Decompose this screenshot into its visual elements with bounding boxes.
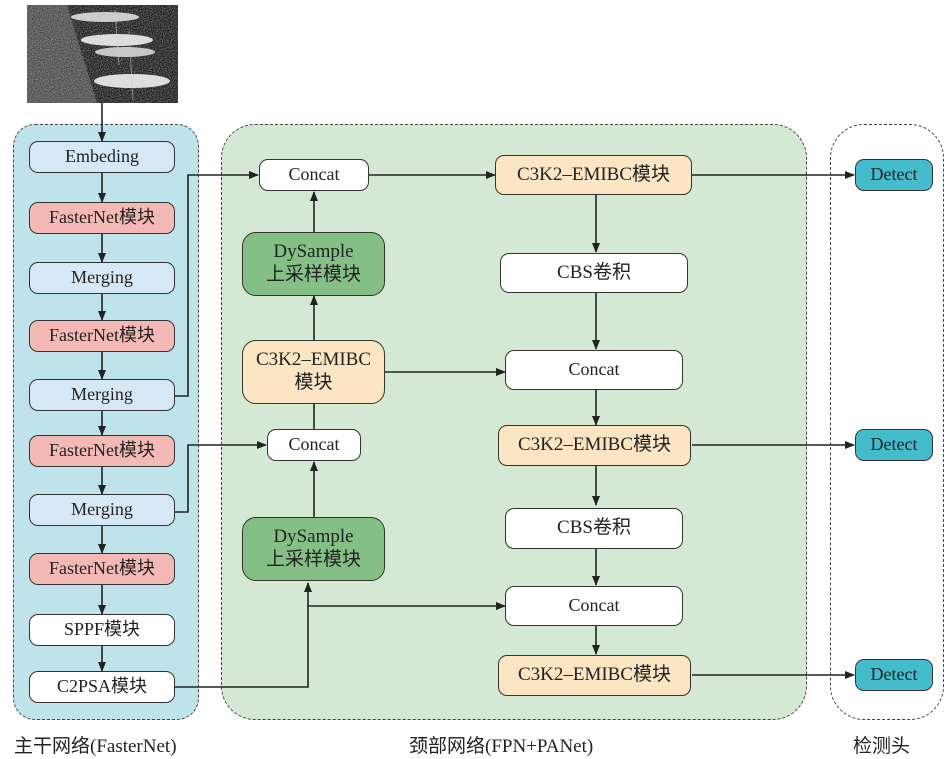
arrow-merging2-concat <box>175 171 259 397</box>
detect-node-2: Detect <box>855 429 933 461</box>
detect-node-1: Detect <box>855 159 933 191</box>
embeding-node: Embeding <box>29 141 175 173</box>
neck-label: 颈部网络(FPN+PANet) <box>409 736 594 757</box>
concat-node-right-1: Concat <box>505 350 683 390</box>
c3k2-node-mid-right: C3K2–EMIBC模块 <box>498 425 691 466</box>
dysample-bottom-line2: 上采样模块 <box>265 549 361 570</box>
head-group <box>830 124 944 720</box>
fasternet-node-3: FasterNet模块 <box>29 435 175 467</box>
dysample-bottom-line1: DySample <box>273 526 354 548</box>
sppf-node: SPPF模块 <box>29 614 175 646</box>
detect-node-3: Detect <box>855 659 933 691</box>
backbone-label: 主干网络(FasterNet) <box>14 736 177 757</box>
sar-image-graphic <box>27 5 178 103</box>
c3k2-left-line2: 模块 <box>294 372 333 393</box>
merging-node-3: Merging <box>29 494 175 526</box>
fasternet-node-4: FasterNet模块 <box>29 553 175 585</box>
concat-node-right-2: Concat <box>505 586 683 626</box>
dysample-top-line2: 上采样模块 <box>265 264 361 285</box>
concat-node-top-left: Concat <box>259 159 369 191</box>
c3k2-node-left: C3K2–EMIBC 模块 <box>242 340 385 404</box>
arrow-merging3-concat <box>175 441 267 513</box>
c2psa-node: C2PSA模块 <box>29 671 175 703</box>
fasternet-node-2: FasterNet模块 <box>29 320 175 352</box>
merging-node-2: Merging <box>29 379 175 411</box>
dysample-top-line1: DySample <box>273 241 354 263</box>
cbs-node-1: CBS卷积 <box>500 253 688 293</box>
fasternet-node-1: FasterNet模块 <box>29 202 175 234</box>
dysample-node-top: DySample 上采样模块 <box>242 232 385 296</box>
cbs-node-2: CBS卷积 <box>505 508 683 549</box>
input-sar-image <box>27 5 178 103</box>
head-label: 检测头 <box>853 736 911 757</box>
c3k2-node-top-right: C3K2–EMIBC模块 <box>495 155 692 195</box>
c3k2-node-bottom-right: C3K2–EMIBC模块 <box>498 655 691 696</box>
merging-node-1: Merging <box>29 262 175 294</box>
dysample-node-bottom: DySample 上采样模块 <box>242 517 385 581</box>
concat-node-mid-left: Concat <box>267 429 361 461</box>
arrow-c2psa-dysample <box>175 582 312 688</box>
c3k2-left-line1: C3K2–EMIBC <box>255 349 372 371</box>
